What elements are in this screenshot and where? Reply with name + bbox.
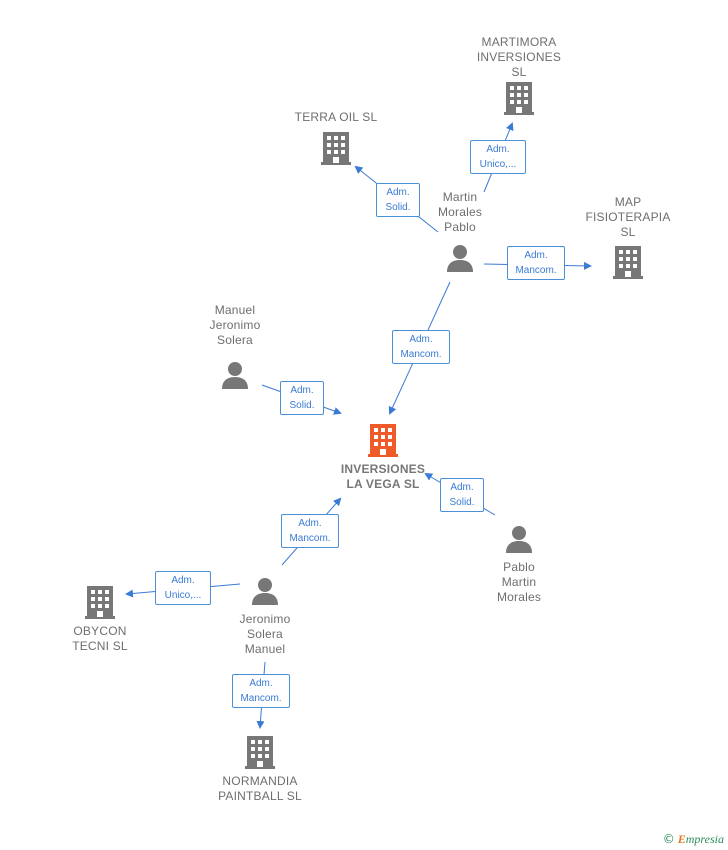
person-icon — [506, 526, 532, 553]
node-manuel-jeronimo-solera[interactable]: Manuel Jeronimo Solera — [199, 303, 271, 390]
node-martin-morales-pablo[interactable]: Martin Morales Pablo — [424, 190, 496, 273]
building-icon — [245, 736, 275, 769]
node-pablo-martin-morales[interactable]: Pablo Martin Morales — [483, 524, 555, 605]
node-label: Pablo Martin Morales — [496, 560, 542, 604]
node-normandia-paintball[interactable]: NORMANDIA PAINTBALL SL — [208, 734, 312, 804]
building-icon-highlighted — [368, 424, 398, 457]
node-label: INVERSIONES LA VEGA SL — [340, 462, 426, 491]
edge-label-martin-martimora[interactable]: Adm. Unico,... — [470, 140, 526, 174]
node-label: OBYCON TECNI SL — [72, 624, 128, 653]
building-icon — [85, 586, 115, 619]
node-map-fisioterapia[interactable]: MAP FISIOTERAPIA SL — [578, 195, 678, 280]
edge-label-jeronimo-vega[interactable]: Adm. Mancom. — [281, 514, 339, 548]
person-icon — [447, 245, 473, 272]
edge-label-jeronimo-obycon[interactable]: Adm. Unico,... — [155, 571, 211, 605]
node-label: Martin Morales Pablo — [437, 190, 483, 234]
building-icon — [321, 132, 351, 165]
edge-label-martin-vega[interactable]: Adm. Mancom. — [392, 330, 450, 364]
person-icon — [222, 362, 248, 389]
brand-initial: E — [677, 832, 686, 846]
brand-name: mpresia — [685, 832, 724, 846]
edge-label-martin-terra-oil[interactable]: Adm. Solid. — [376, 183, 420, 217]
node-inversiones-la-vega[interactable]: INVERSIONES LA VEGA SL — [328, 422, 438, 492]
node-label: MAP FISIOTERAPIA SL — [585, 195, 671, 239]
building-icon — [613, 246, 643, 279]
empresia-logo: © Empresia — [663, 832, 724, 847]
node-jeronimo-solera-manuel[interactable]: Jeronimo Solera Manuel — [229, 576, 301, 657]
node-terra-oil[interactable]: TERRA OIL SL — [284, 110, 388, 166]
building-icon — [504, 82, 534, 115]
edge-label-pablo-vega[interactable]: Adm. Solid. — [440, 478, 484, 512]
node-label: MARTIMORA INVERSIONES SL — [476, 35, 562, 79]
person-icon — [252, 578, 278, 605]
edge-label-martin-map[interactable]: Adm. Mancom. — [507, 246, 565, 280]
node-label: TERRA OIL SL — [294, 110, 378, 124]
edge-label-manuel-vega[interactable]: Adm. Solid. — [280, 381, 324, 415]
node-label: Jeronimo Solera Manuel — [239, 612, 291, 656]
node-martimora-inversiones[interactable]: MARTIMORA INVERSIONES SL — [469, 35, 569, 116]
node-obycon-tecni[interactable]: OBYCON TECNI SL — [52, 584, 148, 654]
edge-label-jeronimo-normandia[interactable]: Adm. Mancom. — [232, 674, 290, 708]
node-label: Manuel Jeronimo Solera — [209, 303, 261, 347]
node-label: NORMANDIA PAINTBALL SL — [218, 774, 302, 803]
copyright-symbol: © — [662, 832, 675, 846]
